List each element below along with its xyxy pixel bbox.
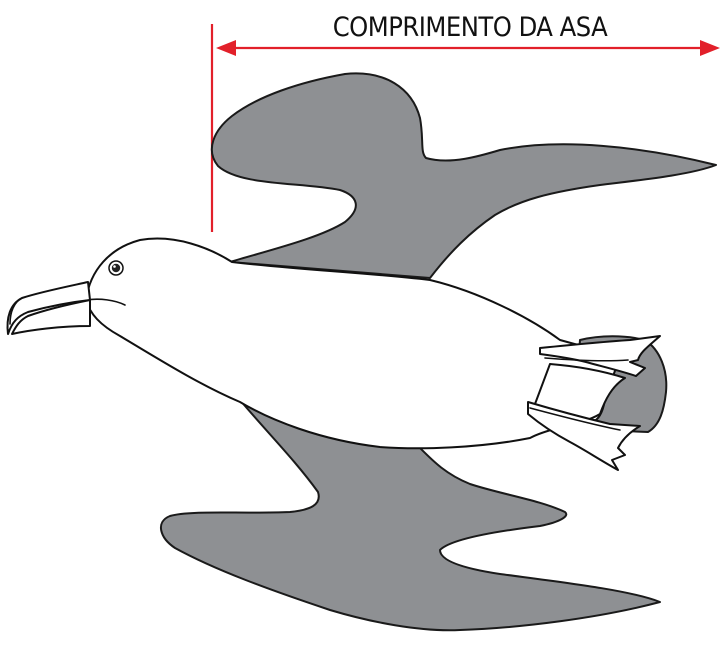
arrow-left-head [216,40,236,56]
arrow-right-head [700,40,720,56]
measurement-label: COMPRIMENTO DA ASA [333,12,608,43]
eye [109,261,123,275]
upper-wing [212,73,716,278]
beak [8,282,90,334]
